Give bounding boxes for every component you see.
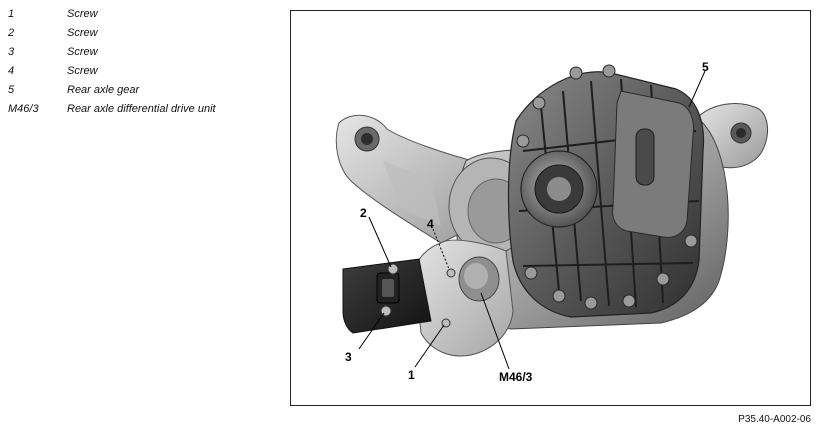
figure-code: P35.40-A002-06 bbox=[738, 414, 811, 425]
legend-number: 5 bbox=[8, 84, 15, 96]
screw-2 bbox=[387, 263, 399, 275]
legend-item: 5 Rear axle gear bbox=[8, 81, 278, 100]
cover-bolts bbox=[516, 64, 698, 310]
legend-description: Screw bbox=[67, 65, 98, 77]
legend-description: Rear axle gear bbox=[67, 84, 140, 96]
legend-description: Screw bbox=[67, 46, 98, 58]
callout-4: 4 bbox=[427, 217, 434, 231]
legend-description: Screw bbox=[67, 8, 98, 20]
legend-item: 2 Screw bbox=[8, 24, 278, 43]
bracket-rib bbox=[383, 161, 441, 226]
differential-drive-illustration: 2 3 1 4 M46/3 5 bbox=[335, 60, 769, 384]
legend-item: 3 Screw bbox=[8, 43, 278, 62]
legend-number: 4 bbox=[8, 65, 15, 77]
screw-4 bbox=[446, 268, 456, 278]
figure-frame: 2 3 1 4 M46/3 5 bbox=[290, 10, 811, 406]
legend-number: 1 bbox=[8, 8, 15, 20]
callout-5: 5 bbox=[702, 60, 709, 74]
leader-lines bbox=[358, 70, 706, 370]
legend-number: 3 bbox=[8, 46, 15, 58]
legend-number: 2 bbox=[8, 27, 15, 39]
legend-description: Screw bbox=[67, 27, 98, 39]
legend-list: 1 Screw 2 Screw 3 Screw 4 Screw 5 Rear a… bbox=[8, 5, 278, 119]
legend-item: M46/3 Rear axle differential drive unit bbox=[8, 100, 278, 119]
legend-description: Rear axle differential drive unit bbox=[67, 103, 216, 115]
left-mount-hole-inner bbox=[361, 133, 373, 145]
connector-pins bbox=[382, 279, 394, 297]
legend-item: 1 Screw bbox=[8, 5, 278, 24]
legend-item: 4 Screw bbox=[8, 62, 278, 81]
callout-2: 2 bbox=[360, 206, 367, 220]
pinion-center bbox=[547, 177, 571, 201]
callout-3: 3 bbox=[345, 350, 352, 364]
callout-1: 1 bbox=[408, 368, 415, 382]
callout-m46-3: M46/3 bbox=[499, 370, 533, 384]
gear-housing-slot bbox=[635, 128, 655, 186]
right-mount-hole-inner bbox=[736, 128, 746, 138]
actuator-motor-cap-highlight bbox=[464, 263, 488, 289]
legend-number: M46/3 bbox=[8, 103, 39, 115]
